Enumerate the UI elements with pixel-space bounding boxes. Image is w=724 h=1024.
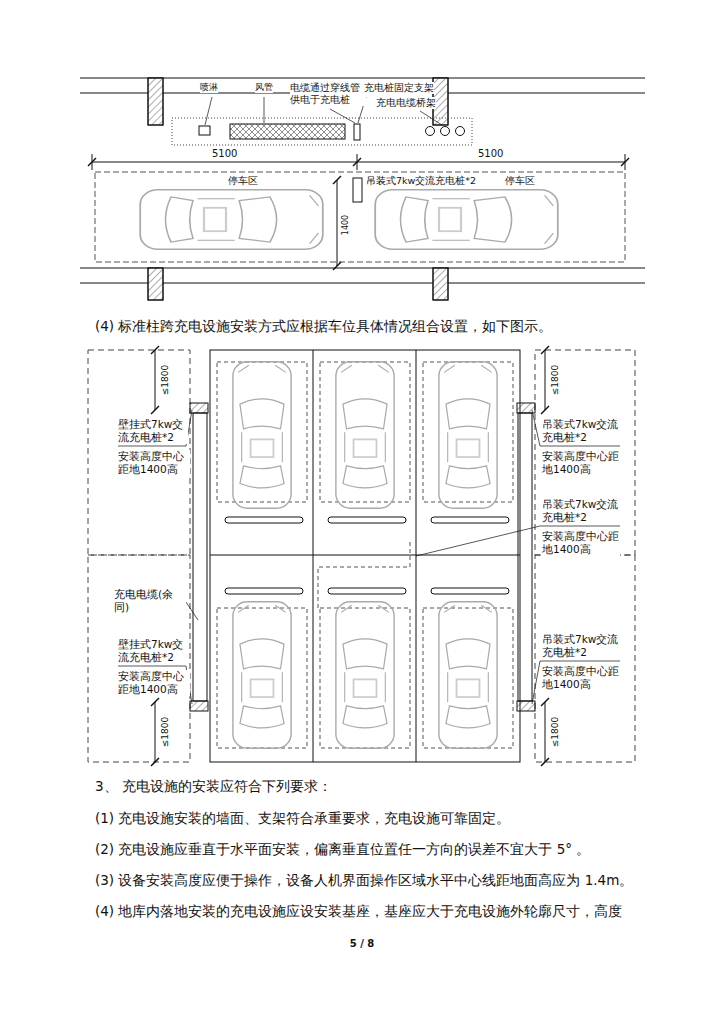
drawing-label: 风管 xyxy=(255,82,273,93)
body-text: 3、 充电设施的安装应符合下列要求： xyxy=(95,778,332,795)
drawing-label: 壁挂式7kw交流充电桩*2 xyxy=(118,418,188,444)
body-text: 5 / 8 xyxy=(350,938,375,951)
drawing-label: ≤1800 xyxy=(160,716,171,748)
drawing-label: 吊装式7kw交流充电桩*2 xyxy=(366,175,476,187)
drawing-label: 1400 xyxy=(341,214,351,236)
body-text: (4) 标准柱跨充电设施安装方式应根据车位具体情况组合设置，如下图示。 xyxy=(95,318,552,335)
drawing-label: 安装高度中心距地1400高 xyxy=(542,530,620,556)
drawing-label: 安装高度中心距地1400高 xyxy=(118,450,190,476)
drawing-label: ≤1800 xyxy=(160,364,171,396)
body-text: (3) 设备安装高度应便于操作，设备人机界面操作区域水平中心线距地面高应为 1.… xyxy=(95,872,633,889)
drawing-label: 安装高度中心距地1400高 xyxy=(542,665,620,691)
drawing-label: ≤1800 xyxy=(550,364,561,396)
drawing-label: 电缆通过穿线管供电于充电桩 xyxy=(290,82,366,106)
drawing-label: 吊装式7kw交流充电桩*2 xyxy=(542,498,620,524)
drawing-label: ≤1800 xyxy=(550,716,561,748)
drawing-label: 停车区 xyxy=(228,175,258,187)
drawing-label: 安装高度中心距地1400高 xyxy=(118,670,190,696)
drawing-label: 充电电缆桥架 xyxy=(376,97,436,109)
drawing-label: 壁挂式7kw交流充电桩*2 xyxy=(118,638,188,664)
drawing-label: 安装高度中心距地1400高 xyxy=(542,450,620,476)
drawing-label: 吊装式7kw交流充电桩*2 xyxy=(542,633,620,659)
drawing-label: 充电电缆(余同) xyxy=(114,588,186,614)
body-text: (4) 地库内落地安装的充电设施应设安装基座，基座应大于充电设施外轮廓尺寸，高度 xyxy=(95,903,622,920)
body-text: (1) 充电设施安装的墙面、支架符合承重要求，充电设施可靠固定。 xyxy=(95,810,510,827)
drawing-label: 5100 xyxy=(478,148,503,161)
drawing-label: 充电桩固定支架 xyxy=(364,82,434,94)
drawing-label: 喷淋 xyxy=(200,82,218,93)
drawing-label: 吊装式7kw交流充电桩*2 xyxy=(542,418,620,444)
drawing-label: 停车区 xyxy=(505,175,535,187)
body-text: (2) 充电设施应垂直于水平面安装，偏离垂直位置任一方向的误差不宜大于 5° 。 xyxy=(95,841,590,858)
drawing-label: 5100 xyxy=(212,148,237,161)
